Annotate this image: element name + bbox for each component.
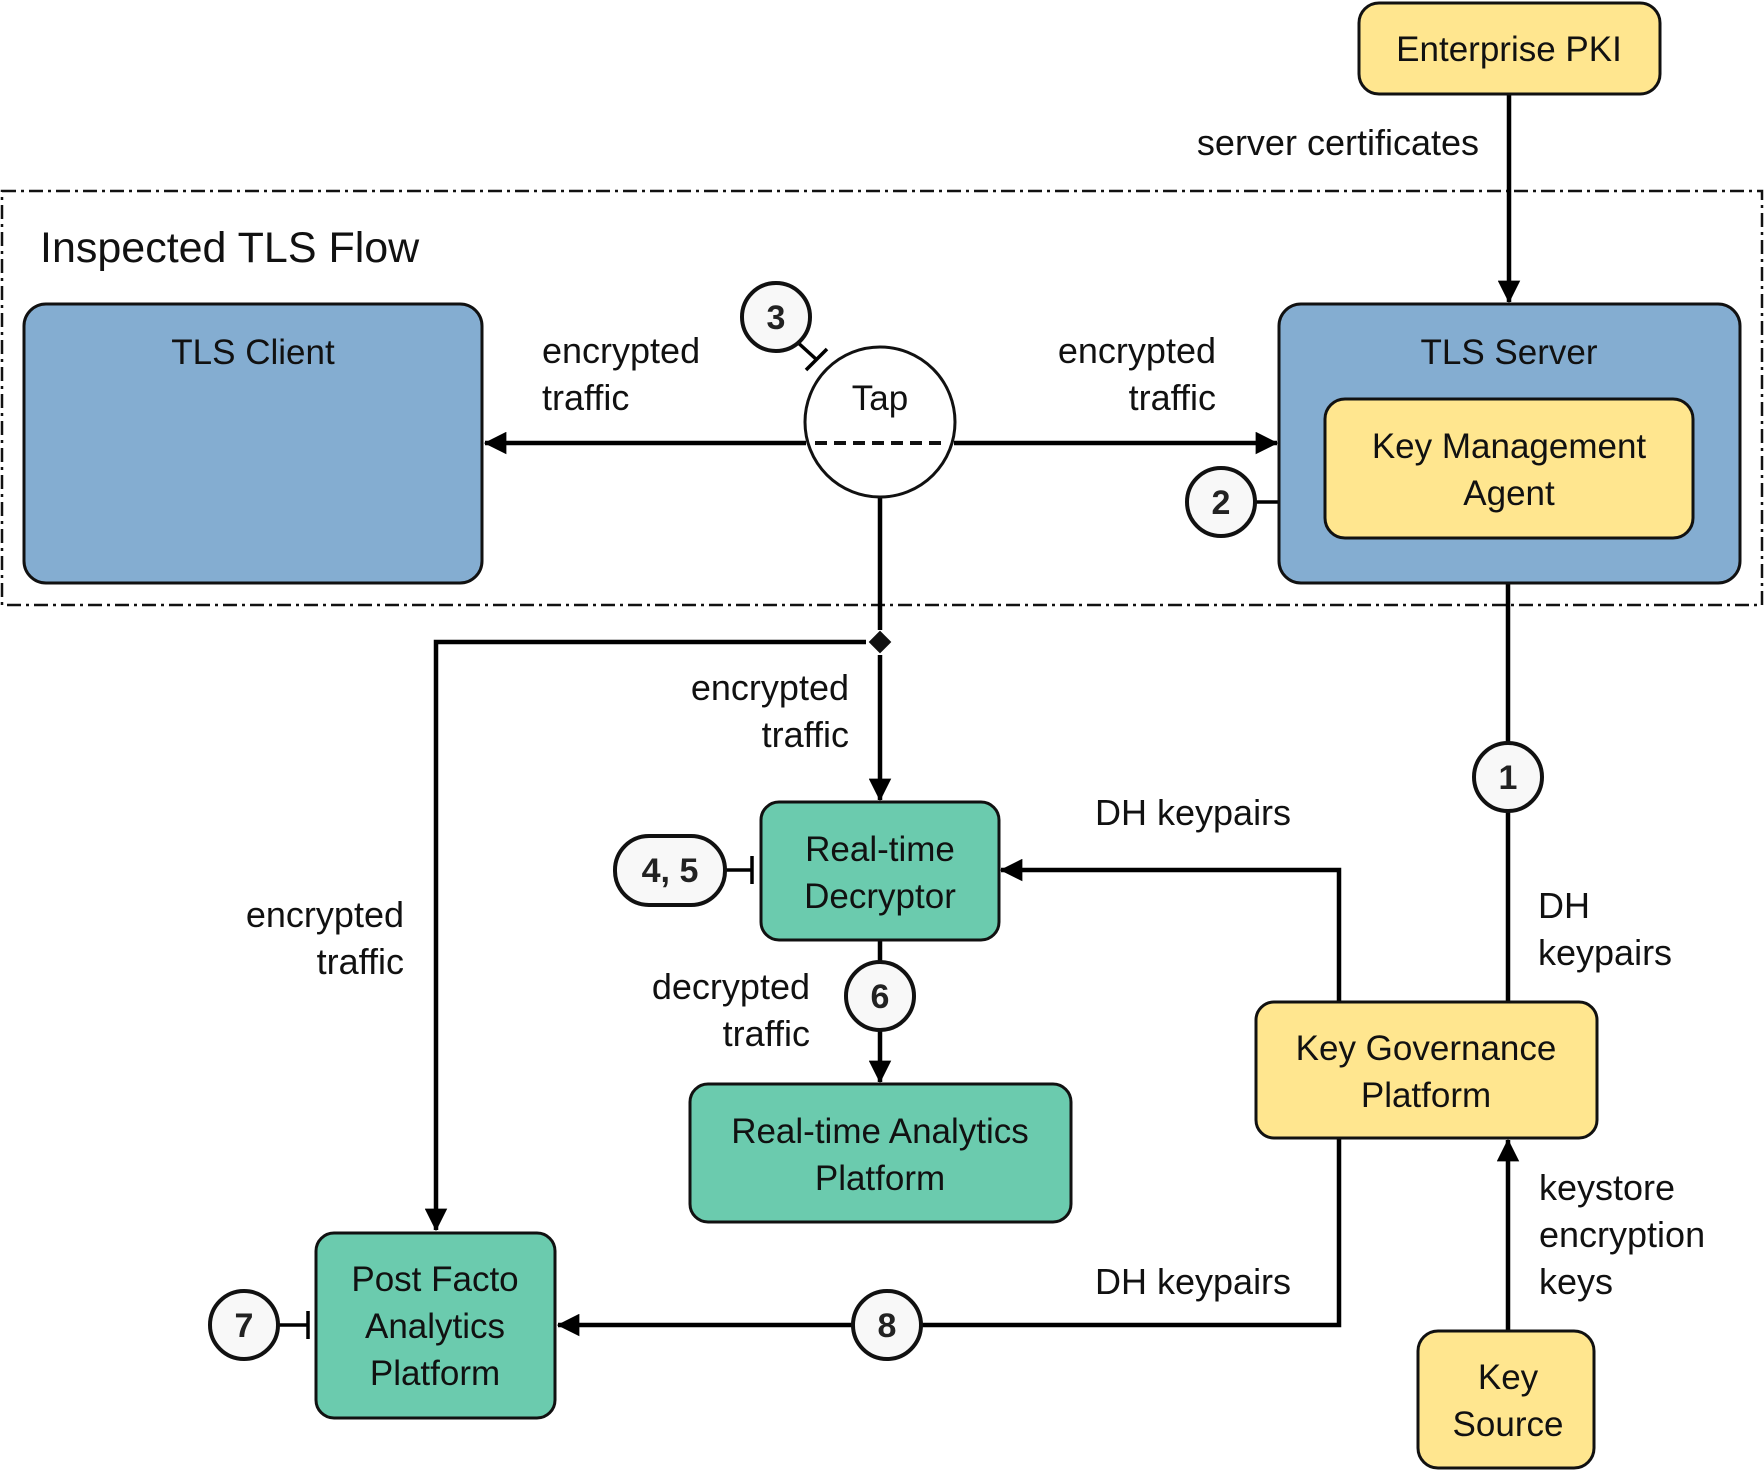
tls-client-box[interactable] bbox=[22, 302, 484, 585]
text-line: DH bbox=[1538, 885, 1590, 926]
text-line: keypairs bbox=[1538, 932, 1672, 973]
text-line: encrypted bbox=[1058, 330, 1216, 371]
label-kgp-to-kma: DH keypairs bbox=[1538, 885, 1672, 973]
step-badges: 1 2 3 4, 5 6 7 8 bbox=[208, 281, 1544, 1361]
edge-kgp-to-decryptor bbox=[999, 858, 1342, 1001]
post-facto-analytics-box[interactable] bbox=[314, 1231, 557, 1420]
text-line: traffic bbox=[542, 377, 629, 418]
enterprise-pki-label: Enterprise PKI bbox=[1396, 30, 1622, 69]
text-line: Real-time Analytics bbox=[731, 1112, 1029, 1151]
text-line: DH keypairs bbox=[1095, 792, 1291, 833]
text-line: keystore bbox=[1539, 1167, 1675, 1208]
label-tap-to-client: encrypted traffic bbox=[542, 330, 700, 418]
text-line: Agent bbox=[1463, 474, 1555, 513]
text-line: Real-time bbox=[805, 830, 955, 869]
realtime-analytics-box[interactable] bbox=[688, 1082, 1073, 1224]
step-badge-1-label: 1 bbox=[1499, 759, 1518, 797]
text-line: traffic bbox=[762, 714, 849, 755]
step-badge-4-5-label: 4, 5 bbox=[642, 852, 699, 890]
text-line: DH keypairs bbox=[1095, 1261, 1291, 1302]
text-line: TLS Server bbox=[1421, 333, 1598, 372]
edge-split-to-post-facto bbox=[424, 639, 866, 1232]
step-badge-2[interactable]: 2 bbox=[1185, 466, 1257, 538]
text-line: encrypted bbox=[246, 894, 404, 935]
step-badge-3[interactable]: 3 bbox=[740, 281, 812, 353]
label-kgp-to-decryptor: DH keypairs bbox=[1095, 792, 1291, 833]
step-badge-1[interactable]: 1 bbox=[1472, 741, 1544, 813]
split-diamond bbox=[868, 630, 892, 654]
text-line: Platform bbox=[370, 1354, 500, 1393]
text-line: Enterprise PKI bbox=[1396, 30, 1622, 69]
text-line: Decryptor bbox=[804, 877, 956, 916]
label-tap-to-server: encrypted traffic bbox=[1058, 330, 1216, 418]
text-line: decrypted bbox=[652, 966, 810, 1007]
step-badge-7-label: 7 bbox=[235, 1307, 254, 1345]
label-server-certificates: server certificates bbox=[1197, 122, 1479, 163]
text-line: server certificates bbox=[1197, 122, 1479, 163]
node-enterprise-pki[interactable]: Enterprise PKI bbox=[1357, 1, 1662, 96]
label-kgp-to-post-facto: DH keypairs bbox=[1095, 1261, 1291, 1302]
text-line: Source bbox=[1453, 1405, 1564, 1444]
step-badge-6-label: 6 bbox=[871, 978, 890, 1016]
tap-circle[interactable] bbox=[803, 345, 957, 499]
text-line: keys bbox=[1539, 1261, 1613, 1302]
key-source-box[interactable] bbox=[1416, 1329, 1596, 1470]
text-line: encrypted bbox=[691, 667, 849, 708]
step-badge-8[interactable]: 8 bbox=[851, 1289, 923, 1361]
text-line: TLS Client bbox=[171, 333, 335, 372]
text-line: encrypted bbox=[542, 330, 700, 371]
step-badge-7[interactable]: 7 bbox=[208, 1289, 280, 1361]
text-line: traffic bbox=[317, 941, 404, 982]
text-line: encryption bbox=[1539, 1214, 1705, 1255]
text-line: Key Management bbox=[1372, 427, 1647, 466]
enterprise-pki-box[interactable] bbox=[1357, 1, 1662, 96]
label-keystore-encryption-keys: keystore encryption keys bbox=[1539, 1167, 1705, 1302]
realtime-decryptor-box[interactable] bbox=[759, 800, 1001, 942]
region-title: Inspected TLS Flow bbox=[40, 224, 420, 272]
label-split-to-decryptor: encrypted traffic bbox=[691, 667, 849, 755]
text-line: Platform bbox=[1361, 1076, 1491, 1115]
text-line: Analytics bbox=[365, 1307, 505, 1346]
text-line: Key bbox=[1478, 1358, 1539, 1397]
label-decrypted-traffic: decrypted traffic bbox=[652, 966, 810, 1054]
key-governance-platform-box[interactable] bbox=[1254, 1000, 1599, 1140]
step-badge-4-5[interactable]: 4, 5 bbox=[613, 834, 727, 907]
step-badge-3-label: 3 bbox=[767, 299, 786, 337]
node-tls-client[interactable]: TLS Client bbox=[22, 302, 484, 585]
tap-label: Tap bbox=[852, 379, 908, 418]
text-line: traffic bbox=[1129, 377, 1216, 418]
step-badge-2-label: 2 bbox=[1212, 484, 1231, 522]
text-line: traffic bbox=[723, 1013, 810, 1054]
edges bbox=[279, 95, 1521, 1339]
step-badge-8-label: 8 bbox=[878, 1307, 897, 1345]
node-tap[interactable]: Tap bbox=[803, 345, 957, 499]
tls-client-label: TLS Client bbox=[171, 333, 335, 372]
edge-kgp-to-post-facto bbox=[556, 1138, 1342, 1337]
tls-server-label: TLS Server bbox=[1421, 333, 1598, 372]
edge-labels: server certificates encrypted traffic enc… bbox=[246, 122, 1705, 1302]
text-line: Key Governance bbox=[1296, 1029, 1557, 1068]
label-split-to-post-facto: encrypted traffic bbox=[246, 894, 404, 982]
text-line: Tap bbox=[852, 379, 908, 418]
text-line: Platform bbox=[815, 1159, 945, 1198]
key-management-agent-box[interactable] bbox=[1323, 397, 1695, 540]
text-line: Post Facto bbox=[351, 1260, 518, 1299]
step-badge-6[interactable]: 6 bbox=[844, 960, 916, 1032]
